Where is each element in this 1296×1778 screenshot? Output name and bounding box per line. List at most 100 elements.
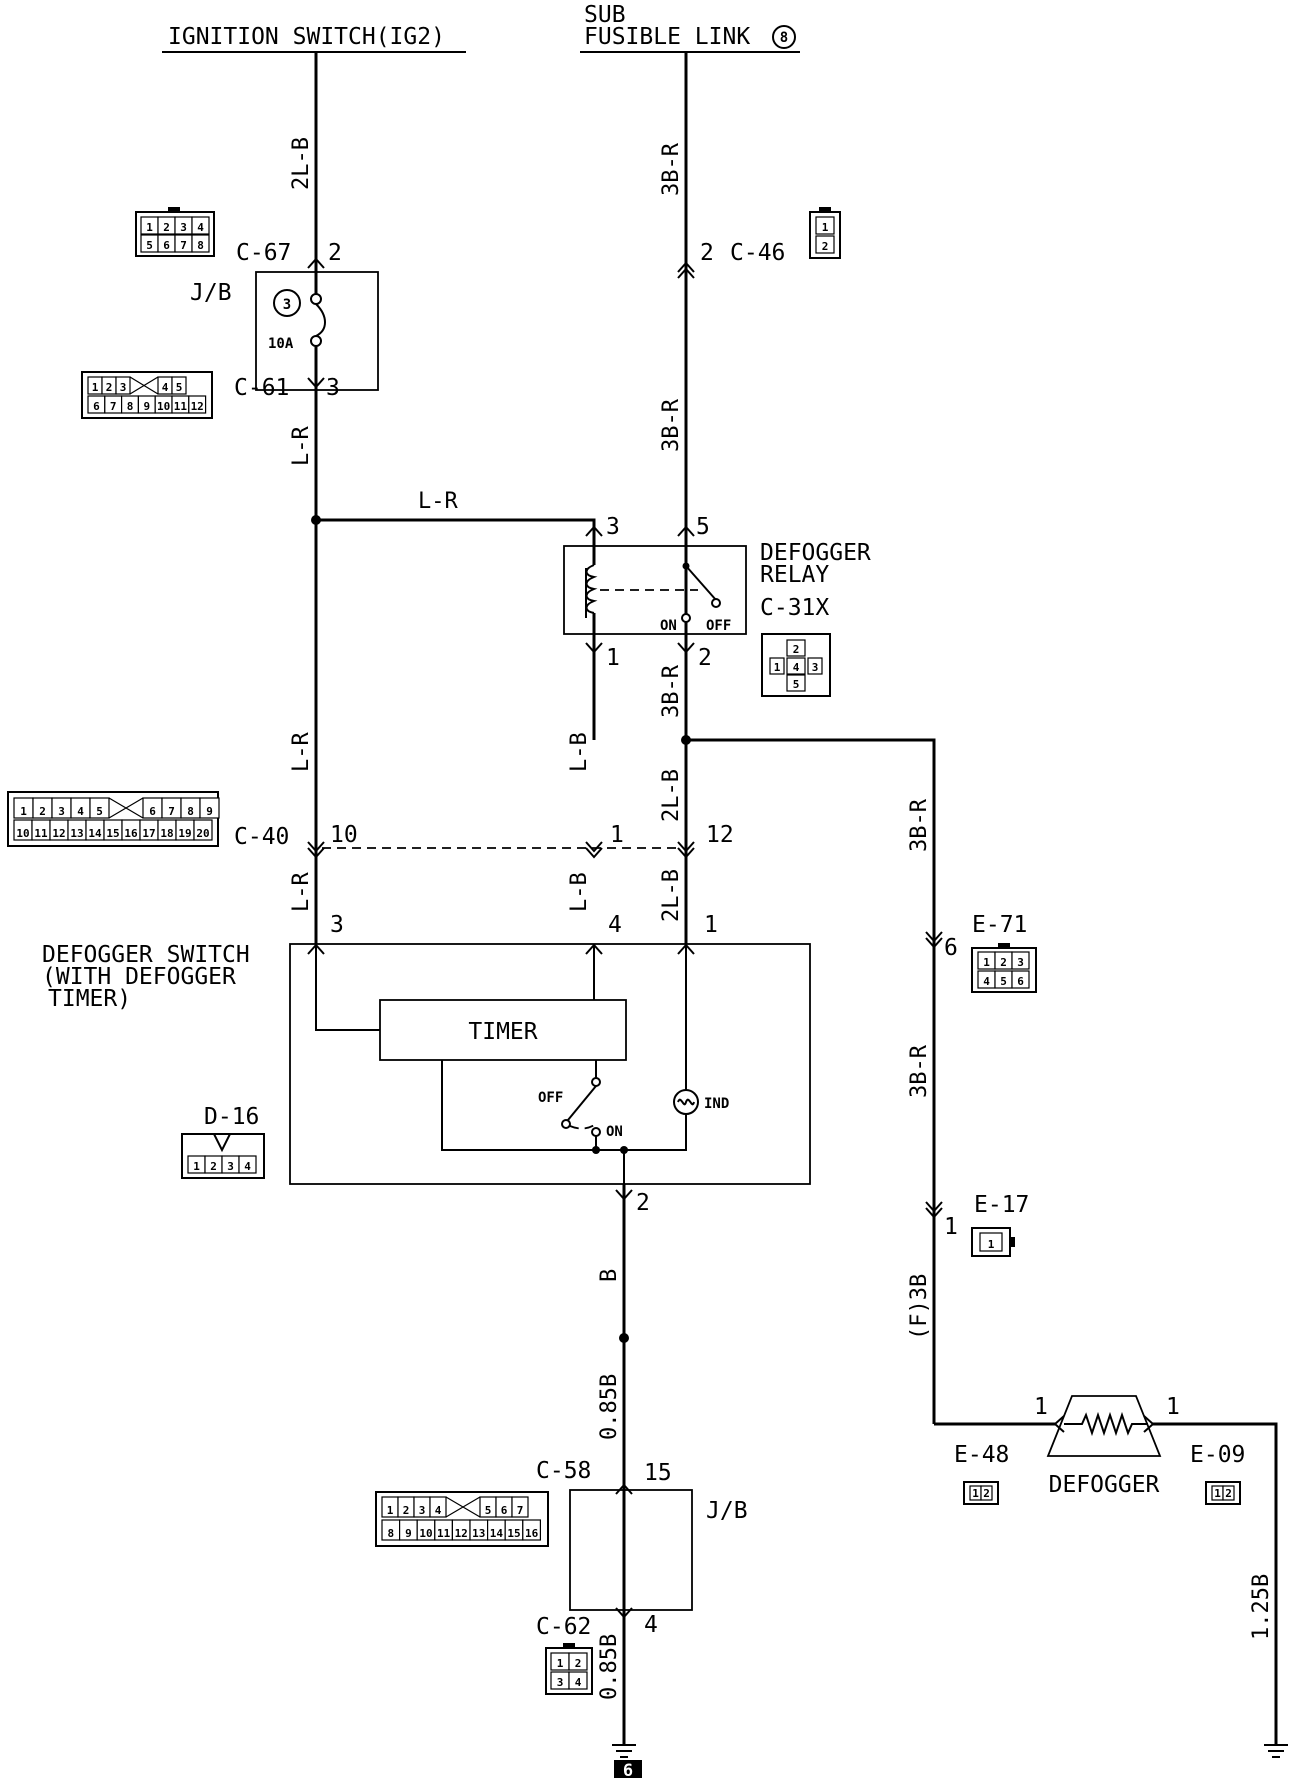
wire-label-2lb-low: 2L-B bbox=[659, 869, 684, 922]
relay-name-line1: DEFOGGER bbox=[760, 540, 871, 566]
pin-number: 1 bbox=[774, 661, 781, 674]
pin-number: 6 bbox=[93, 400, 100, 413]
c61-pin: 3 bbox=[326, 375, 340, 401]
relay-on-terminal bbox=[681, 613, 691, 623]
pin-number: 1 bbox=[972, 1487, 979, 1500]
fuse-number: 3 bbox=[283, 297, 291, 313]
switch-internal-lr bbox=[315, 944, 380, 1031]
c58-pin: 15 bbox=[644, 1460, 672, 1486]
pin-number: 9 bbox=[206, 805, 213, 818]
c40-pin1: 1 bbox=[610, 822, 624, 848]
wire-lr-horizontal bbox=[316, 518, 596, 536]
pin-number: 1 bbox=[146, 221, 153, 234]
pin-number: 1 bbox=[988, 1238, 995, 1251]
relay-pin1-arrow bbox=[585, 642, 603, 654]
jb-bottom-box bbox=[569, 1489, 693, 1611]
e17-pin-cells: 1 bbox=[979, 1232, 1003, 1252]
relay-pin3: 3 bbox=[606, 514, 620, 540]
pin-number: 2 bbox=[793, 643, 800, 656]
c40-pin12: 12 bbox=[706, 822, 734, 848]
defogger-switch-box bbox=[289, 943, 811, 1185]
pin-number: 3 bbox=[1017, 956, 1024, 969]
pin-number: 12 bbox=[52, 827, 65, 840]
pin-number: 5 bbox=[1000, 975, 1007, 988]
wire-label-lb-low: L-B bbox=[567, 872, 592, 912]
pin-number: 4 bbox=[77, 805, 84, 818]
pin-number: 9 bbox=[405, 1527, 412, 1540]
junction-ground bbox=[619, 1333, 629, 1343]
wire-label-lr-h: L-R bbox=[418, 489, 458, 514]
c40-pin10: 10 bbox=[330, 822, 358, 848]
pin-number: 3 bbox=[227, 1160, 234, 1173]
pin-number: 12 bbox=[191, 400, 204, 413]
pin-number: 10 bbox=[419, 1527, 432, 1540]
pin-cell bbox=[199, 797, 220, 819]
wire-label-3br-right2: 3B-R bbox=[907, 1044, 932, 1098]
pin-number: 4 bbox=[244, 1160, 251, 1173]
relay-pin1: 1 bbox=[606, 645, 620, 671]
pin-number: 10 bbox=[16, 827, 29, 840]
pin-number: 11 bbox=[34, 827, 48, 840]
pin-number: 13 bbox=[472, 1527, 485, 1540]
fuse-terminal-bottom bbox=[310, 335, 322, 347]
connector-d16-label: D-16 bbox=[204, 1104, 259, 1130]
pin-cell bbox=[89, 797, 110, 819]
pin-cell bbox=[769, 657, 785, 675]
connector-cavity-cross bbox=[129, 376, 159, 395]
indicator-filament bbox=[677, 1098, 695, 1106]
pin-number: 3 bbox=[419, 1504, 426, 1517]
pin-number: 5 bbox=[793, 678, 800, 691]
relay-contact-arm bbox=[685, 565, 717, 601]
pin-number: 2 bbox=[1225, 1487, 1232, 1500]
pin-number: 8 bbox=[187, 805, 194, 818]
pin-number: 2 bbox=[1000, 956, 1007, 969]
pin-number: 4 bbox=[197, 221, 204, 234]
switch-on-label: ON bbox=[606, 1124, 623, 1140]
pin-cell bbox=[1011, 970, 1030, 989]
timer-label: TIMER bbox=[468, 1019, 537, 1045]
pin-number: 18 bbox=[160, 827, 173, 840]
pin-number: 14 bbox=[490, 1527, 504, 1540]
pin-number: 3 bbox=[120, 381, 127, 394]
defogger-heater-icon bbox=[1064, 1411, 1148, 1437]
sw-pin3: 3 bbox=[330, 912, 344, 938]
indicator-label: IND bbox=[704, 1096, 729, 1112]
pin-number: 2 bbox=[983, 1487, 990, 1500]
ignition-switch-label: IGNITION SWITCH(IG2) bbox=[168, 24, 445, 50]
wire-defogger-out bbox=[1152, 1422, 1278, 1745]
pin-cell bbox=[171, 376, 187, 395]
jb-bottom-label: J/B bbox=[706, 1498, 748, 1524]
connector-e48-label: E-48 bbox=[954, 1442, 1009, 1468]
defogger-relay-box bbox=[563, 545, 747, 635]
connector-e71-label: E-71 bbox=[972, 912, 1027, 938]
relay-name-line2: RELAY bbox=[760, 562, 829, 588]
pin-number: 1 bbox=[387, 1504, 394, 1517]
e71-pin: 6 bbox=[944, 935, 958, 961]
pin-number: 8 bbox=[387, 1527, 394, 1540]
pin-number: 15 bbox=[106, 827, 119, 840]
pin-number: 2 bbox=[210, 1160, 217, 1173]
pin-cell bbox=[1011, 951, 1030, 970]
relay-pin5: 5 bbox=[696, 514, 710, 540]
pin-number: 8 bbox=[127, 400, 134, 413]
wire-label-3br-relay: 3B-R bbox=[659, 664, 684, 718]
pin-cell bbox=[193, 819, 213, 841]
ground-symbol-left-icon bbox=[612, 1728, 636, 1758]
pin-number: 8 bbox=[197, 239, 204, 252]
connector-cavity-cross bbox=[108, 797, 144, 819]
wire-label-085b-b: 0.85B bbox=[597, 1634, 622, 1700]
connector-e17-label: E-17 bbox=[974, 1192, 1029, 1218]
c46-pin: 2 bbox=[700, 240, 714, 266]
pin-cell bbox=[191, 234, 210, 253]
relay-pin5-arrow bbox=[677, 525, 695, 537]
pin-number: 5 bbox=[485, 1504, 492, 1517]
c40-pin1-arrow bbox=[585, 841, 603, 859]
pin-number: 3 bbox=[557, 1676, 564, 1689]
defogger-pin-right: 1 bbox=[1166, 1394, 1180, 1420]
defogger-arrow-left bbox=[1053, 1415, 1065, 1433]
pin-cell bbox=[568, 1652, 588, 1671]
pin-number: 1 bbox=[822, 221, 829, 234]
connector-e09-label: E-09 bbox=[1190, 1442, 1245, 1468]
